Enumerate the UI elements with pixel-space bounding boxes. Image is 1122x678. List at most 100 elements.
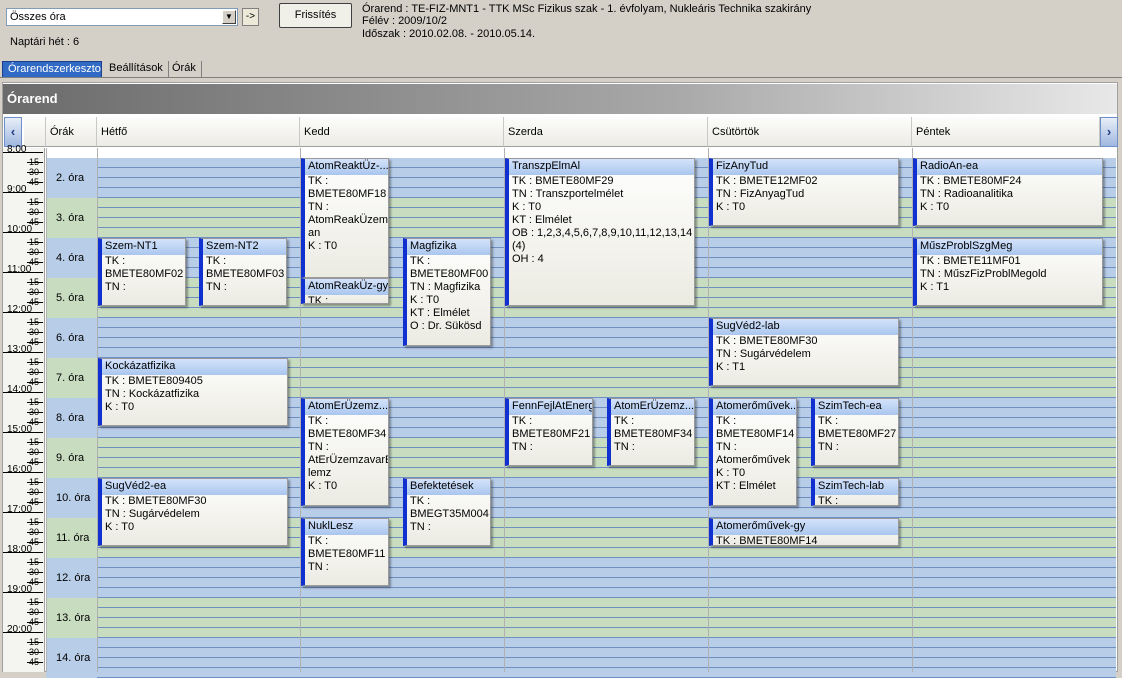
hour-tick <box>3 632 43 633</box>
minute-label: 15 <box>29 477 40 487</box>
event-detail: KT : Elmélet <box>716 480 776 492</box>
quarter-tick <box>27 262 43 263</box>
event-title: Szem-NT2 <box>203 239 286 255</box>
next-icon[interactable]: › <box>1100 117 1118 147</box>
time-lane[interactable] <box>97 438 1116 478</box>
row-label: 8. óra <box>46 398 97 438</box>
event-detail: TK : BMETE80MF30 <box>716 335 818 347</box>
event-detail: AtErÜzemzavarE <box>308 454 389 466</box>
time-lane[interactable] <box>97 598 1116 638</box>
event-detail: TK : <box>206 255 227 267</box>
hour-label: 19:00 <box>7 584 33 595</box>
event-detail: TN : Kockázatfizika <box>105 388 200 400</box>
event-title: Szem-NT1 <box>102 239 185 255</box>
hour-tick <box>3 592 43 593</box>
event-detail: K : T0 <box>105 401 135 413</box>
row-label: 14. óra <box>46 638 97 678</box>
event-detail: K : T0 <box>105 521 135 533</box>
time-lane[interactable] <box>97 558 1116 598</box>
event-detail: TN : <box>206 281 227 293</box>
event-detail: TN : <box>105 281 126 293</box>
row-label: 3. óra <box>46 198 97 238</box>
quarter-tick <box>27 522 43 523</box>
quarter-tick <box>27 342 43 343</box>
event-detail: BMETE80MF18 <box>308 188 387 200</box>
event-detail: TN : <box>308 441 329 453</box>
event-detail: TK : BMETE80MF30 <box>105 495 207 507</box>
tab-classes[interactable]: Órák <box>167 61 202 78</box>
event-detail: TK : BMETE80MF24 <box>920 175 1022 187</box>
minute-label: 30 <box>29 487 40 497</box>
tab-divider <box>0 77 1122 78</box>
timetable-info: Órarend : TE-FIZ-MNT1 - TTK MSc Fizikus … <box>362 3 812 15</box>
minute-label: 30 <box>29 367 40 377</box>
minute-label: 15 <box>29 157 40 167</box>
course-filter-select[interactable]: Összes óra ▼ <box>6 8 238 26</box>
quarter-tick <box>27 242 43 243</box>
quarter-tick <box>27 422 43 423</box>
chevron-down-icon[interactable]: ▼ <box>222 10 236 24</box>
refresh-button[interactable]: Frissítés <box>279 3 352 28</box>
hour-label: 15:00 <box>7 424 33 435</box>
event-detail: TK : BMETE12MF02 <box>716 175 818 187</box>
minute-label: 15 <box>29 517 40 527</box>
prev-icon[interactable]: ‹ <box>4 117 22 147</box>
quarter-tick <box>27 322 43 323</box>
day-separator <box>708 148 709 672</box>
row-label: 10. óra <box>46 478 97 518</box>
row-label: 11. óra <box>46 518 97 558</box>
event-detail: TN : <box>512 441 533 453</box>
event-detail: TN : Magfizika <box>410 281 481 293</box>
hour-label: 11:00 <box>7 264 32 275</box>
go-button[interactable]: -> <box>242 8 259 26</box>
event-detail: TK : <box>410 495 431 507</box>
tab-timetable-editor[interactable]: Órarendszerkeszto <box>2 61 102 78</box>
event-detail: TN : Sugárvédelem <box>716 348 811 360</box>
event-detail: K : T0 <box>308 240 338 252</box>
event-detail: BMETE80MF03 <box>206 268 285 280</box>
minute-label: 45 <box>29 297 40 307</box>
minute-label: 30 <box>29 247 40 257</box>
event-detail: K : T0 <box>512 201 542 213</box>
day-separator <box>97 148 98 672</box>
minute-label: 30 <box>29 527 40 537</box>
quarter-tick <box>27 222 43 223</box>
event-title: FizAnyTud <box>713 159 898 175</box>
time-lane[interactable] <box>97 638 1116 678</box>
hour-label: 10:00 <box>7 224 33 235</box>
event-detail: K : T1 <box>920 281 950 293</box>
event-detail: K : T1 <box>716 361 746 373</box>
quarter-tick <box>27 442 43 443</box>
time-lane[interactable] <box>97 318 1116 358</box>
minute-label: 30 <box>29 327 40 337</box>
event-detail: K : T0 <box>920 201 950 213</box>
event-title: RadioAn-ea <box>917 159 1102 175</box>
event-detail: TK : BMETE11MF01 <box>920 255 1021 267</box>
event-title: Atomerőművek-gy <box>713 519 898 535</box>
event-title: FennFejlAtEnerg <box>509 399 592 415</box>
minute-label: 45 <box>29 497 40 507</box>
tab-settings[interactable]: Beállítások <box>104 61 169 78</box>
